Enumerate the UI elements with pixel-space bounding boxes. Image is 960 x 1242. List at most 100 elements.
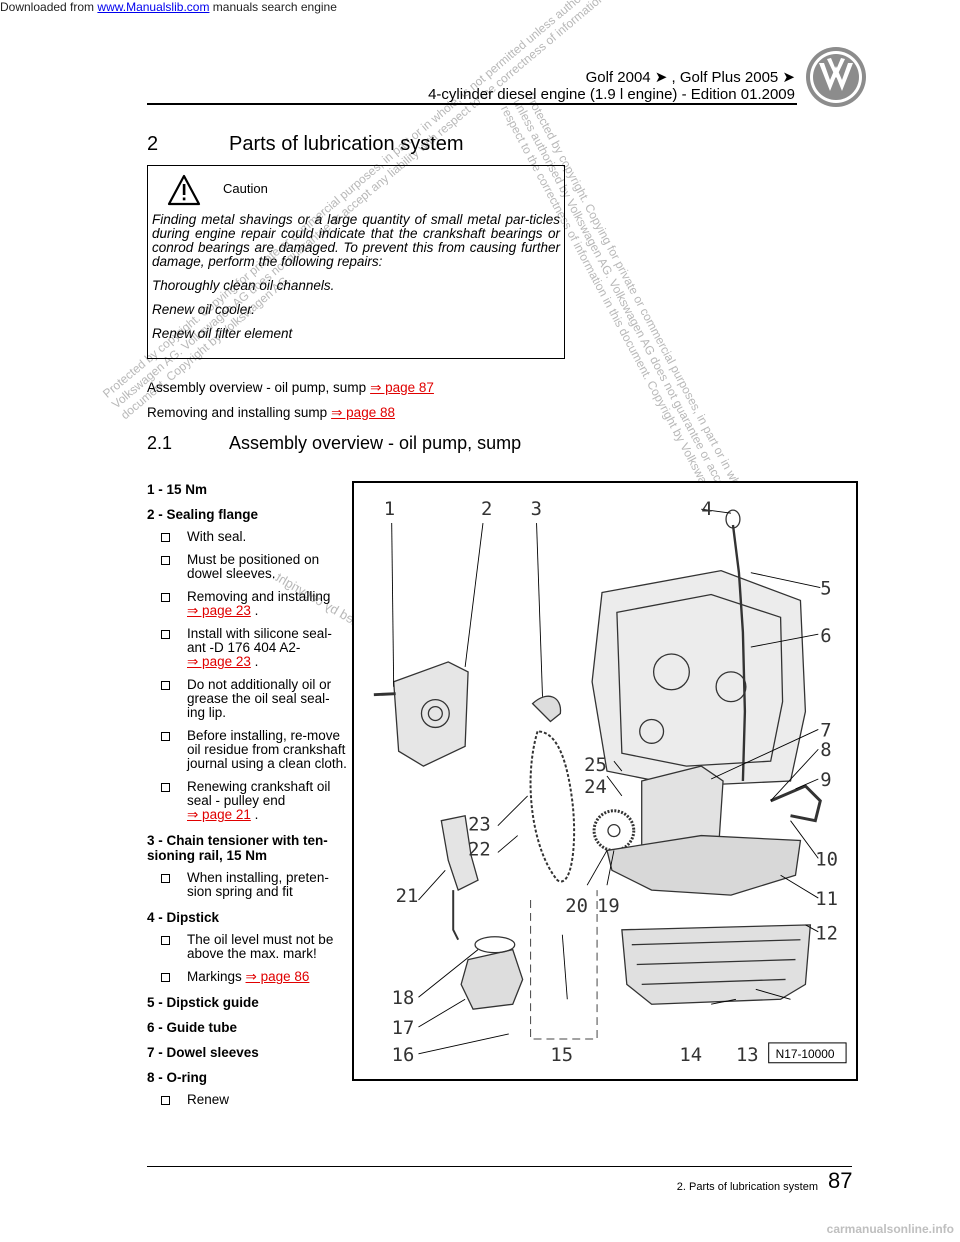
- sprocket-drawing: [592, 809, 636, 852]
- callout-23: 23: [468, 815, 491, 836]
- callout-12: 12: [815, 924, 838, 945]
- subsection-number: 2.1: [147, 433, 173, 453]
- checkbox-icon: [161, 533, 170, 542]
- legend-item-2-link-2[interactable]: ⇒ page 23: [187, 654, 251, 669]
- vw-logo-icon: [806, 47, 866, 107]
- header-rule: [147, 103, 797, 105]
- legend-item-2-note-4: Install with silicone seal-ant -D 176 40…: [147, 627, 347, 669]
- callout-9: 9: [820, 770, 831, 791]
- legend-item-4: 4 - Dipstick: [147, 910, 220, 925]
- callout-11: 11: [815, 889, 838, 910]
- callout-22: 22: [468, 839, 491, 860]
- callout-7: 7: [820, 720, 831, 741]
- callout-6: 6: [820, 626, 831, 647]
- exploded-view-drawing: 1 2 3 4 5 6 7 8 9 10 11 12 13 14 15 16 1…: [373, 499, 847, 1066]
- engine-block: [591, 570, 807, 787]
- caution-box: Caution Finding metal shavings or a larg…: [147, 165, 565, 359]
- callout-15: 15: [550, 1045, 573, 1066]
- checkbox-icon: [161, 630, 170, 639]
- legend-item-7: 7 - Dowel sleeves: [147, 1045, 259, 1060]
- callout-3: 3: [531, 499, 542, 520]
- callout-24: 24: [584, 777, 607, 798]
- manualslib-link[interactable]: www.Manualslib.com: [97, 0, 210, 14]
- dipstick-drawing: [731, 524, 747, 782]
- legend-item-2-note-5: Do not additionally oil or grease the oi…: [147, 678, 347, 720]
- timing-chain-drawing: [529, 730, 576, 883]
- checkbox-icon: [161, 1096, 170, 1105]
- legend-item-4-note-1: The oil level must not be above the max.…: [147, 933, 347, 961]
- callout-5: 5: [820, 578, 831, 599]
- callout-25: 25: [584, 755, 607, 776]
- legend-item-4-note-2: Markings ⇒ page 86: [147, 970, 347, 984]
- legend-item-2-note-1: With seal.: [147, 530, 347, 544]
- figure-code-box: [768, 1042, 847, 1064]
- page-number: 87: [828, 1168, 853, 1193]
- figure-code: N17-10000: [776, 1047, 835, 1061]
- checkbox-icon: [161, 681, 170, 690]
- subsection-heading: 2.1 Assembly overview - oil pump, sump: [147, 433, 521, 454]
- upper-sump-drawing: [606, 834, 802, 896]
- checkbox-icon: [161, 556, 170, 565]
- legend-item-4-link[interactable]: ⇒ page 86: [245, 969, 310, 984]
- removing-sump-line: Removing and installing sump⇒ page 88: [147, 405, 395, 421]
- callout-8: 8: [820, 740, 831, 761]
- callout-4: 4: [701, 499, 712, 520]
- legend-item-2-note-6: Before installing, re-move oil residue f…: [147, 729, 347, 771]
- footer-section-name: 2. Parts of lubrication system: [676, 1181, 818, 1193]
- caution-body: Finding metal shavings or a large quanti…: [152, 213, 560, 351]
- header-engine: 4-cylinder diesel engine (1.9 l engine) …: [428, 86, 795, 103]
- suction-pipe-drawing: [770, 784, 822, 823]
- callout-18: 18: [392, 988, 415, 1009]
- download-banner: Downloaded from www.Manualslib.com manua…: [0, 0, 337, 14]
- caution-paragraph-2: Thoroughly clean oil channels.: [152, 278, 335, 293]
- callout-2: 2: [481, 499, 492, 520]
- legend-item-2-link-3[interactable]: ⇒ page 21: [187, 807, 251, 822]
- legend-item-2-note-2: Must be positioned on dowel sleeves.: [147, 553, 347, 581]
- sealing-flange-drawing: [393, 661, 469, 767]
- removing-sump-link[interactable]: ⇒ page 88: [331, 405, 395, 420]
- callout-16: 16: [392, 1045, 415, 1066]
- checkbox-icon: [161, 973, 170, 982]
- subsection-title: Assembly overview - oil pump, sump: [229, 433, 522, 453]
- assembly-overview-label: Assembly overview - oil pump, sump: [147, 380, 367, 395]
- checkbox-icon: [161, 783, 170, 792]
- checkbox-icon: [161, 732, 170, 741]
- exploded-view-figure: 1 2 3 4 5 6 7 8 9 10 11 12 13 14 15 16 1…: [352, 481, 858, 1081]
- assembly-overview-link[interactable]: ⇒ page 87: [370, 380, 434, 395]
- legend-item-5: 5 - Dipstick guide: [147, 995, 259, 1010]
- lower-sump-drawing: [621, 924, 812, 1005]
- download-prefix: Downloaded from: [0, 0, 95, 14]
- callout-14: 14: [679, 1045, 702, 1066]
- legend-item-2-note-3: Removing and installing⇒ page 23 .: [147, 590, 347, 618]
- callout-10: 10: [815, 849, 838, 870]
- callout-1: 1: [384, 499, 395, 520]
- section-number: 2: [147, 133, 159, 155]
- legend-item-2: 2 - Sealing flange: [147, 507, 259, 522]
- oil-level-sensor-drawing: [460, 948, 524, 1010]
- download-suffix: manuals search engine: [212, 0, 337, 14]
- callout-19: 19: [597, 896, 620, 917]
- section-title: Parts of lubrication system: [229, 133, 464, 155]
- legend-item-2-link-1[interactable]: ⇒ page 23: [187, 603, 251, 618]
- legend-item-1: 1 - 15 Nm: [147, 482, 208, 497]
- caution-paragraph-1: Finding metal shavings or a large quanti…: [152, 212, 560, 269]
- caution-title: Caution: [223, 181, 268, 196]
- checkbox-icon: [161, 936, 170, 945]
- warning-icon: [167, 174, 201, 206]
- legend-item-2-note-7: Renewing crankshaft oil seal - pulley en…: [147, 780, 347, 822]
- assembly-overview-line: Assembly overview - oil pump, sump⇒ page…: [147, 380, 434, 396]
- checkbox-icon: [161, 874, 170, 883]
- legend-item-8: 8 - O-ring: [147, 1070, 207, 1085]
- legend-item-3: 3 - Chain tensioner with ten-sioning rai…: [147, 833, 328, 863]
- section-heading: 2 Parts of lubrication system: [147, 133, 464, 156]
- chain-tensioner-drawing: [531, 695, 562, 723]
- legend-item-6: 6 - Guide tube: [147, 1020, 238, 1035]
- guide-tube-drawing: [440, 814, 479, 892]
- checkbox-icon: [161, 593, 170, 602]
- caution-paragraph-4: Renew oil filter element: [152, 326, 293, 341]
- header-models: Golf 2004 ➤ , Golf Plus 2005 ➤: [585, 69, 795, 86]
- legend-item-3-note-1: When installing, preten-sion spring and …: [147, 871, 347, 899]
- footer-rule: [147, 1166, 852, 1167]
- caution-paragraph-3: Renew oil cooler.: [152, 302, 256, 317]
- callout-17: 17: [392, 1018, 415, 1039]
